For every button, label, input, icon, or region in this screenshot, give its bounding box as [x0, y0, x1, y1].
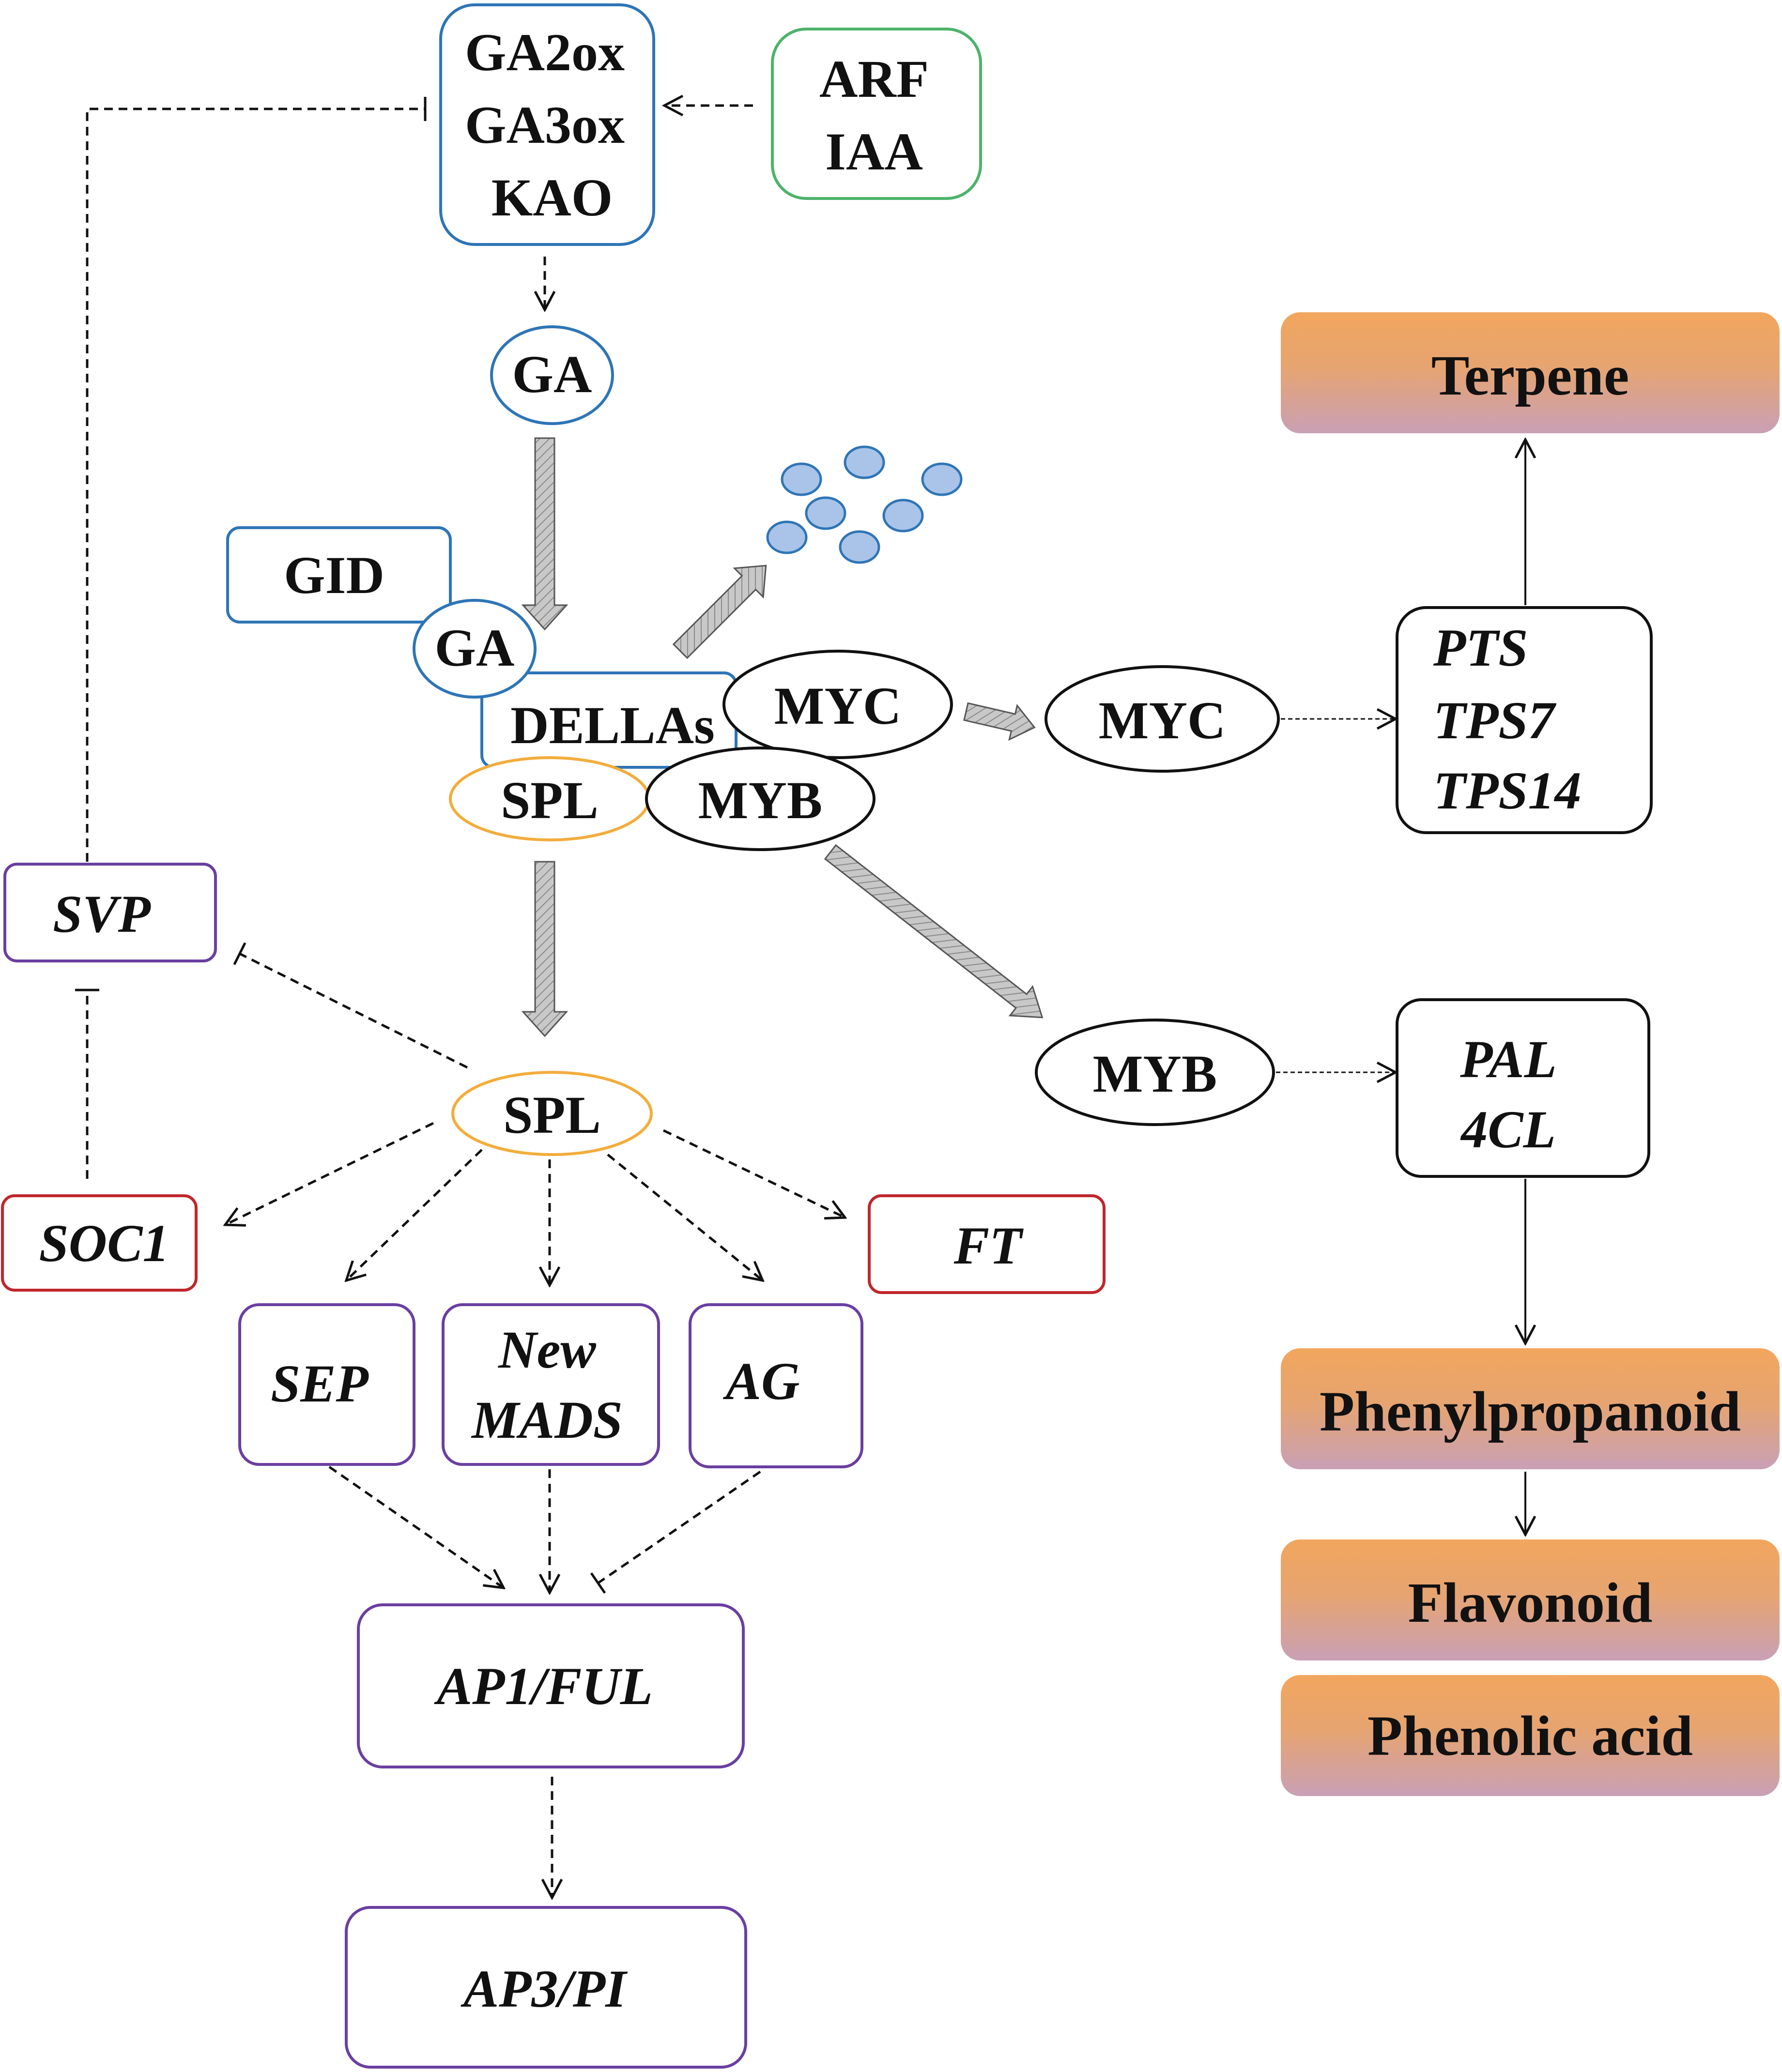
pts-label: PTS [1433, 618, 1528, 677]
terpene-genes-box: PTS TPS7 TPS14 [1396, 606, 1653, 834]
phenolic-acid-output: Phenolic acid [1281, 1675, 1780, 1796]
flavonoid-label: Flavonoid [1408, 1571, 1653, 1634]
soc1-label: SOC1 [39, 1214, 169, 1273]
ga-node-top: GA [490, 325, 614, 425]
gid-label: GID [284, 546, 384, 605]
arrow-spl-to-sep [346, 1149, 483, 1280]
myb-bound-label: MYB [698, 771, 823, 830]
ga-bound-label: GA [435, 618, 515, 677]
ft-box: FT [868, 1194, 1106, 1294]
arrow-spl-to-ft [662, 1129, 845, 1218]
auxin-box: ARF IAA [771, 28, 982, 200]
thick-arrow-myc-release [963, 702, 1036, 741]
sep-label: SEP [271, 1354, 369, 1413]
thick-arrow-myb-release [824, 844, 1044, 1019]
myb-free-node: MYB [1035, 1019, 1275, 1126]
phenyl-genes-box: PAL 4CL [1396, 998, 1650, 1178]
4cl-label: 4CL [1460, 1100, 1556, 1159]
terpene-output: Terpene [1281, 312, 1780, 433]
phenylpropanoid-label: Phenylpropanoid [1320, 1380, 1741, 1443]
ga2ox-label: GA2ox [465, 23, 625, 82]
spl-bound-label: SPL [501, 771, 599, 830]
arf-label: ARF [819, 49, 929, 108]
ag-label: AG [723, 1352, 800, 1411]
inhibit-svp-to-enzymes [86, 97, 427, 862]
particle [921, 462, 963, 496]
ft-label: FT [953, 1216, 1024, 1275]
particle [882, 499, 924, 533]
thick-arrow-to-spl [521, 861, 568, 1037]
ap1-ful-box: AP1/FUL [357, 1603, 745, 1768]
ap3-pi-box: AP3/PI [345, 1906, 747, 2069]
ga-top-label: GA [512, 345, 592, 404]
myc-bound-node: MYC [722, 650, 953, 759]
gid-box: GID [226, 526, 452, 624]
tps7-label: TPS7 [1433, 691, 1557, 750]
spl-free-node: SPL [451, 1071, 653, 1156]
arrow-sep-to-ap1 [328, 1465, 504, 1588]
iaa-label: IAA [825, 122, 923, 181]
pal-label: PAL [1459, 1030, 1557, 1089]
myb-bound-node: MYB [645, 747, 876, 851]
myc-bound-label: MYC [774, 676, 902, 735]
particle [766, 520, 808, 554]
inhibit-spl-to-svp [233, 942, 468, 1069]
thick-arrow-ga-to-dellas [521, 437, 568, 631]
ag-box: AG [689, 1303, 863, 1468]
tps14-label: TPS14 [1433, 761, 1582, 820]
arrow-spl-to-soc1 [225, 1122, 434, 1225]
ga-node-bound: GA [413, 599, 537, 699]
dellas-box: DELLAs [480, 671, 737, 769]
soc1-box: SOC1 [1, 1194, 198, 1292]
svp-box: SVP [3, 863, 217, 962]
arrow-spl-to-ag [607, 1154, 763, 1280]
spl-bound-node: SPL [449, 756, 650, 841]
flavonoid-output: Flavonoid [1281, 1539, 1780, 1661]
new-mads-box: New MADS [442, 1303, 660, 1466]
sep-box: SEP [238, 1303, 415, 1466]
phenolic-acid-label: Phenolic acid [1367, 1704, 1693, 1767]
spl-free-label: SPL [503, 1085, 601, 1144]
ga-enzymes-box: GA2ox GA3ox KAO [439, 3, 655, 246]
ap3-pi-label: AP3/PI [461, 1959, 628, 2018]
myc-free-label: MYC [1099, 691, 1226, 750]
particle [844, 445, 885, 479]
svp-label: SVP [53, 884, 151, 944]
inhibit-ag-to-ap1 [590, 1470, 761, 1594]
myb-free-label: MYB [1093, 1044, 1217, 1103]
new-label: New [497, 1320, 596, 1379]
ga3ox-label: GA3ox [465, 95, 625, 154]
kao-label: KAO [492, 168, 613, 227]
myc-free-node: MYC [1045, 665, 1280, 773]
mads-label: MADS [471, 1390, 623, 1449]
particle [839, 530, 880, 564]
particle [805, 496, 846, 530]
particle [781, 462, 822, 496]
ap1-ful-label: AP1/FUL [434, 1657, 653, 1716]
degradation-particles [766, 445, 963, 564]
thick-arrow-to-degradation [672, 564, 767, 659]
terpene-label: Terpene [1431, 344, 1629, 407]
dellas-label: DELLAs [510, 696, 715, 755]
phenylpropanoid-output: Phenylpropanoid [1281, 1348, 1780, 1469]
